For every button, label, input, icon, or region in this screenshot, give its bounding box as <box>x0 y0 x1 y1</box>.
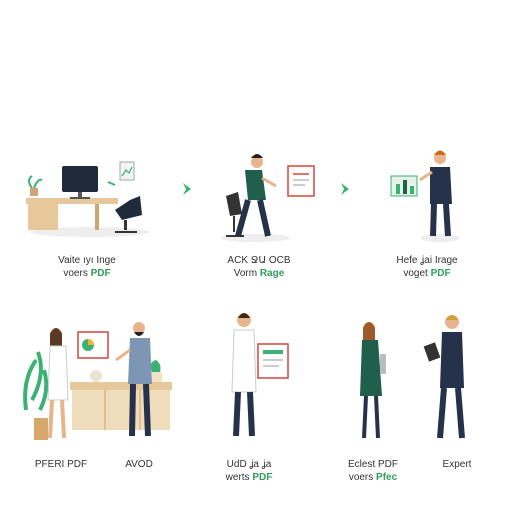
caption-step-8: Expert <box>402 458 512 471</box>
caption-line: Vaite ıyı Inge <box>58 255 116 266</box>
man-chair-scene <box>220 154 315 242</box>
man-presenting-scene <box>390 150 460 242</box>
caption-step-7: Eclest PDF voers Pfec <box>318 458 428 484</box>
man-tablet-scene <box>423 315 465 439</box>
woman-chart-scene <box>23 328 109 440</box>
caption-line: ACK ՋԱ OCB <box>227 255 291 266</box>
caption-step-3: Hefe ʝai Irage voget PDF <box>372 254 482 280</box>
caption-line: Vorm <box>233 268 260 279</box>
caption-line: Hefe ʝai Irage <box>396 255 458 266</box>
caption-line: voers <box>63 268 91 279</box>
office-desk-scene <box>26 161 150 237</box>
caption-step-1: Vaite ıyı Inge voers PDF <box>32 254 142 280</box>
caption-accent: PDF <box>252 472 273 483</box>
caption-step-6: UdD ʝa ʝa werts PDF <box>194 458 304 484</box>
woman-green-scene <box>360 322 386 439</box>
caption-accent: Pfec <box>376 472 398 483</box>
caption-line: voers <box>348 472 377 483</box>
caption-step-2: ACK ՋԱ OCB Vorm Rage <box>204 254 314 280</box>
caption-line: PFERI PDF <box>34 459 88 470</box>
doctor-document-scene <box>231 313 289 437</box>
man-cabinet-scene <box>70 322 172 437</box>
caption-step-5: AVOD <box>84 458 194 471</box>
caption-line: Expert <box>442 459 472 470</box>
chevron-right-icon <box>183 183 191 195</box>
caption-accent: Rage <box>259 268 285 279</box>
caption-accent: PDF <box>90 268 111 279</box>
caption-line: Eclest PDF <box>347 459 398 470</box>
caption-line: werts <box>225 472 253 483</box>
chevron-right-icon <box>341 183 349 195</box>
caption-step-4: PFERI PDF <box>6 458 116 471</box>
caption-accent: PDF <box>430 268 451 279</box>
caption-line: voget <box>403 268 431 279</box>
caption-line: AVOD <box>125 459 153 470</box>
caption-line: UdD ʝa ʝa <box>226 459 272 470</box>
